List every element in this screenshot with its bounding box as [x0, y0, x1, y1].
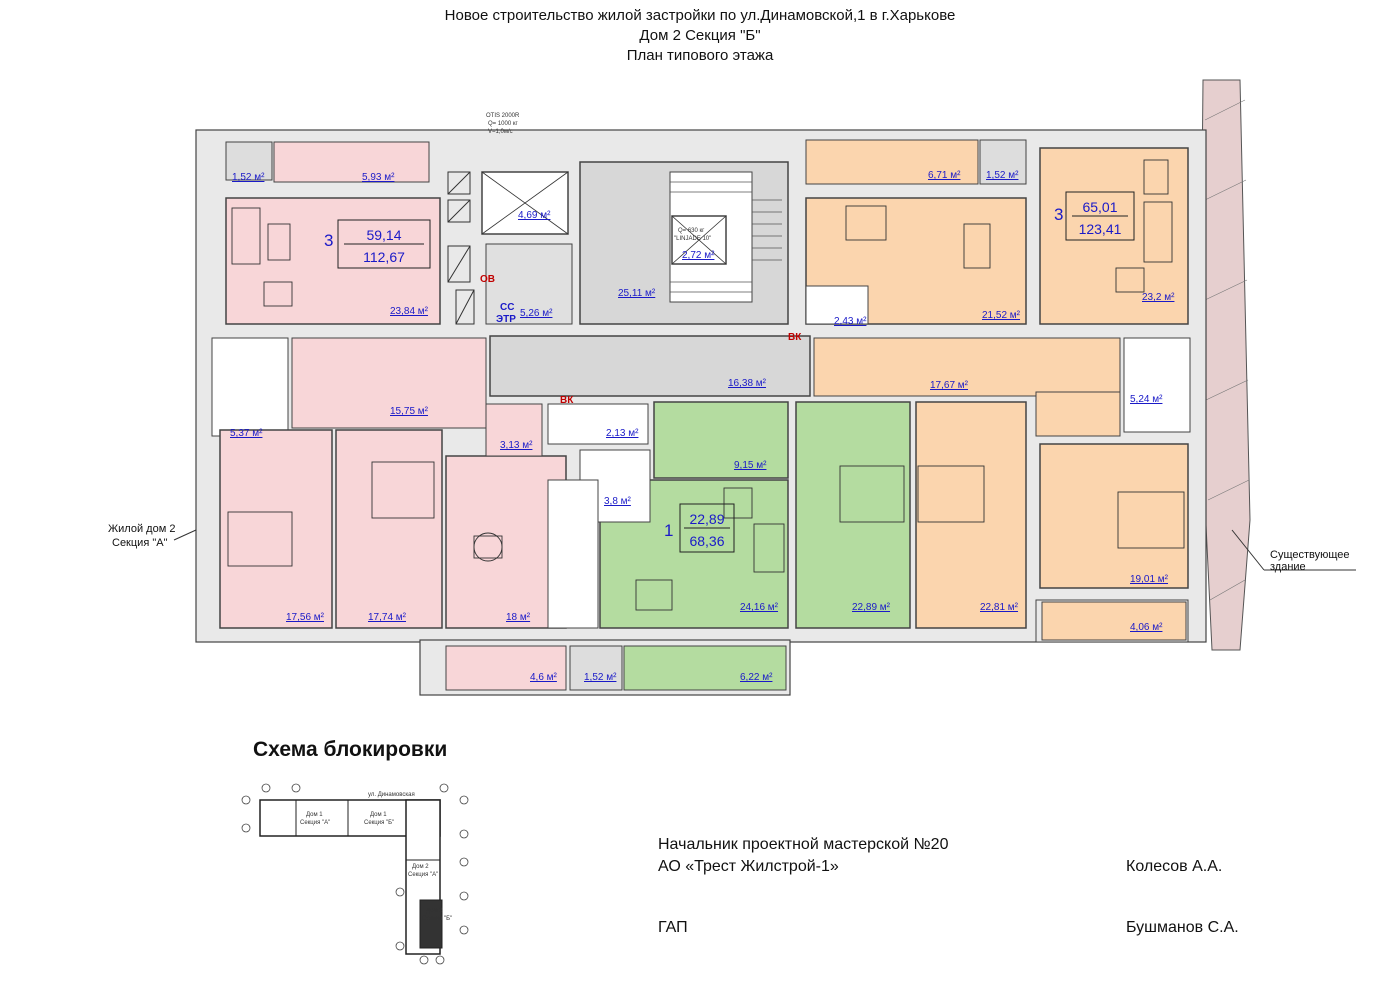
title-line-1: Новое строительство жилой застройки по у…	[444, 7, 956, 24]
room-area: 2,13 м²	[606, 428, 639, 439]
scheme-block-2-name: Дом 1	[370, 812, 387, 818]
room-area: 23,2 м²	[1142, 292, 1175, 303]
existing-line-1: Существующее	[1270, 549, 1350, 561]
marker-vk-1: ВК	[788, 332, 802, 343]
room-area: 5,24 м²	[1130, 394, 1163, 405]
signatory-1: Колесов А.А.	[1126, 858, 1223, 875]
room-area-labels: 1,52 м² 5,93 м² 23,84 м² 4,69 м² 5,26 м²…	[230, 170, 1175, 683]
room-area: 17,56 м²	[286, 612, 325, 623]
scheme-block-3-name: Дом 2	[412, 864, 429, 870]
room-area: 23,84 м²	[390, 306, 429, 317]
room-area: 5,93 м²	[362, 172, 395, 183]
org-line-1: Начальник проектной мастерской №20	[658, 836, 949, 853]
building-core	[447, 161, 811, 397]
lift-plate-1: Q= 630 кг	[678, 228, 705, 234]
apartment-pink	[211, 141, 567, 691]
room-area: 22,81 м²	[980, 602, 1019, 613]
room-area: 1,52 м²	[232, 172, 265, 183]
apartment-summary-2: 3 65,01 123,41	[1054, 191, 1135, 241]
room-area: 1,52 м²	[986, 170, 1019, 181]
room-area: 19,01 м²	[1130, 574, 1169, 585]
existing-line-2: здание	[1270, 561, 1306, 573]
role-gap: ГАП	[658, 919, 688, 936]
title-line-2: Дом 2 Секция "Б"	[639, 27, 761, 44]
scheme-block-4-name: Дом 2	[426, 908, 443, 914]
marker-ob: ОВ	[480, 274, 495, 285]
block-scheme: ул. Динамовская Дом 1 Секция "А" Дом 1 С…	[241, 783, 469, 965]
room-area: 3,8 м²	[604, 496, 632, 507]
scheme-block-4-section: Секция "Б"	[422, 916, 452, 922]
title-line-3: План типового этажа	[626, 47, 774, 64]
room-area: 22,89 м²	[852, 602, 891, 613]
scheme-block-2-section: Секция "Б"	[364, 820, 394, 826]
room-area: 15,75 м²	[390, 406, 429, 417]
apartment-rooms: 3	[1054, 205, 1063, 224]
room-area: 1,52 м²	[584, 672, 617, 683]
room-area: 18 м²	[506, 612, 531, 623]
marker-etr: ЭТР	[496, 314, 516, 325]
apartment-total-area: 123,41	[1079, 221, 1122, 237]
marker-ss: СС	[500, 302, 514, 313]
existing-building-note: Существующее здание	[1231, 529, 1356, 573]
apartment-orange	[805, 139, 1191, 641]
room-area: 5,26 м²	[520, 308, 553, 319]
scheme-title: Схема блокировки	[253, 738, 448, 761]
room-area: 5,37 м²	[230, 428, 263, 439]
marker-vk-2: ВК	[560, 395, 574, 406]
org-line-2: АО «Трест Жилстрой-1»	[658, 858, 839, 875]
room-area: 2,72 м²	[682, 250, 715, 261]
apartment-living-area: 59,14	[366, 227, 401, 243]
room-area: 2,43 м²	[834, 316, 867, 327]
room-area: 24,16 м²	[740, 602, 779, 613]
room-area: 3,13 м²	[500, 440, 533, 451]
apartment-rooms: 3	[324, 231, 333, 250]
room-area: 17,74 м²	[368, 612, 407, 623]
furniture	[227, 159, 1185, 611]
scheme-block-3-section: Секция "А"	[408, 872, 438, 878]
scheme-block-1-section: Секция "А"	[300, 820, 330, 826]
scheme-street: ул. Динамовская	[368, 792, 415, 798]
room-area: 4,69 м²	[518, 210, 551, 221]
room-area: 4,6 м²	[530, 672, 558, 683]
scheme-block-1-name: Дом 1	[306, 812, 323, 818]
apartment-living-area: 22,89	[689, 511, 724, 527]
elevator-note-3: V=1,0м/с	[488, 129, 513, 135]
existing-building	[1199, 79, 1251, 651]
room-area: 6,71 м²	[928, 170, 961, 181]
apartment-summary-1: 3 59,14 112,67	[324, 219, 431, 269]
room-area: 17,67 м²	[930, 380, 969, 391]
elevator-note-1: OTIS 2000R	[486, 113, 520, 119]
apartment-green	[547, 401, 911, 691]
apartment-rooms: 1	[664, 521, 673, 540]
neighbor-line-2: Секция "А"	[112, 537, 168, 549]
neighbor-section-note: Жилой дом 2 Секция "А"	[108, 523, 197, 549]
room-area: 6,22 м²	[740, 672, 773, 683]
drawing-title: Новое строительство жилой застройки по у…	[0, 6, 1400, 66]
elevator-note-2: Q= 1000 кг	[488, 121, 518, 127]
lift-plate-2: "LINJADE 10"	[674, 236, 711, 242]
room-area: 9,15 м²	[734, 460, 767, 471]
room-area: 16,38 м²	[728, 378, 767, 389]
neighbor-line-1: Жилой дом 2	[108, 523, 175, 535]
room-area: 4,06 м²	[1130, 622, 1163, 633]
room-area: 21,52 м²	[982, 310, 1021, 321]
apartment-total-area: 68,36	[689, 533, 724, 549]
apartment-living-area: 65,01	[1082, 199, 1117, 215]
signatory-2: Бушманов С.А.	[1126, 919, 1239, 936]
apartment-summary-3: 1 22,89 68,36	[664, 503, 735, 553]
room-area: 25,11 м²	[618, 288, 656, 299]
apartment-total-area: 112,67	[363, 249, 405, 265]
